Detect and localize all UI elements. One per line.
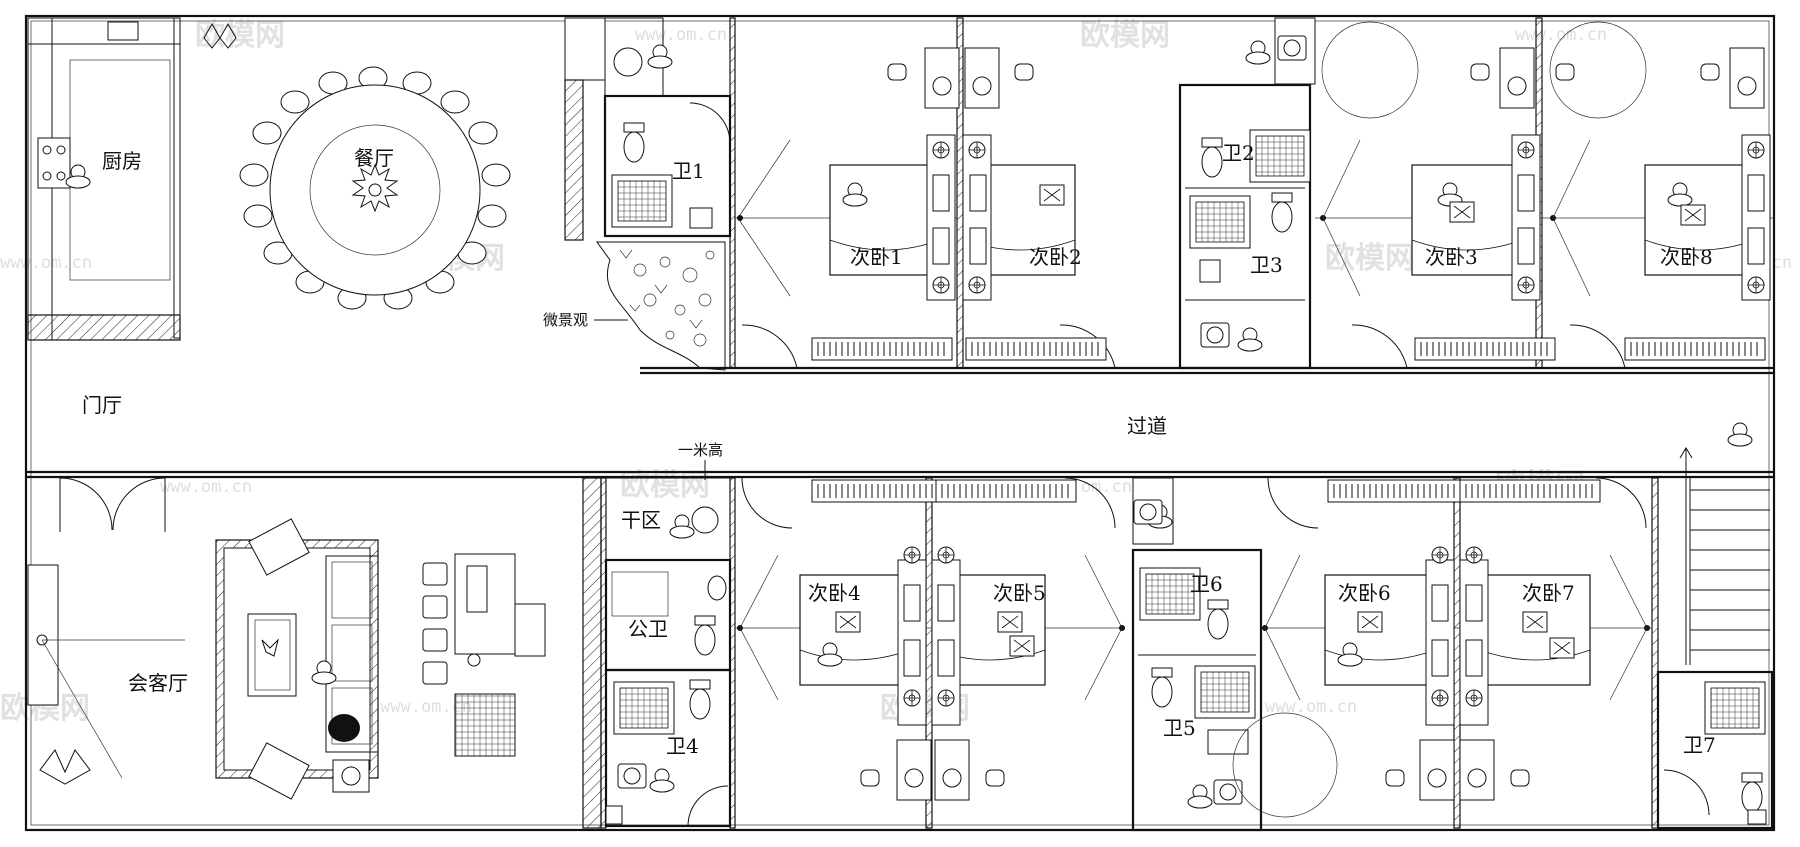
- outer-walls: [24, 14, 1776, 832]
- bath-2-3-block: 卫2 卫3: [1178, 17, 1316, 370]
- micro-landscape: 微景观: [543, 241, 726, 371]
- room-label-bath-6: 卫6: [1190, 572, 1223, 596]
- watermark-brand: 欧模网: [1080, 18, 1170, 53]
- room-label-kitchen: 厨房: [102, 149, 142, 173]
- watermark-url: www.om.cn: [1515, 25, 1607, 45]
- living-room: 会客厅: [27, 477, 546, 800]
- room-label-dry-zone: 干区: [621, 508, 661, 532]
- watermark-url: www.om.cn: [0, 253, 92, 273]
- annotation-micro-landscape: 微景观: [543, 311, 588, 329]
- watermark-url: www.om.cn: [160, 477, 252, 497]
- room-label-bed-2: 次卧2: [1029, 245, 1082, 269]
- bedroom-4-5-block: 次卧4 次卧5: [729, 477, 1125, 829]
- bedroom-1-2-block: 次卧1 次卧2: [729, 17, 1116, 369]
- room-label-public-bath: 公卫: [628, 617, 668, 641]
- room-label-bed-6: 次卧6: [1338, 581, 1391, 605]
- room-label-dining: 餐厅: [354, 146, 394, 170]
- bath-5-6-block: 卫6 卫5: [1131, 477, 1338, 832]
- room-label-bed-7: 次卧7: [1522, 581, 1575, 605]
- room-label-bath-5: 卫5: [1163, 716, 1196, 740]
- dining-chairs: [239, 66, 511, 310]
- bedroom-3-8-block: 次卧3 次卧8: [1315, 17, 1774, 369]
- watermark-brand: 欧模网: [620, 468, 710, 503]
- round-dining-table: [269, 84, 481, 296]
- room-label-bath-1: 卫1: [672, 159, 705, 183]
- room-label-living: 会客厅: [128, 671, 188, 695]
- watermark-brand: 欧模网: [1325, 241, 1415, 276]
- annotation-one-meter-high: 一米高: [678, 441, 723, 459]
- room-label-corridor: 过道: [1127, 414, 1167, 438]
- table-centerpiece: [351, 163, 399, 213]
- media-console: [422, 553, 546, 757]
- bedroom-6-7-block: 次卧6 次卧7: [1262, 477, 1659, 829]
- room-label-foyer: 门厅: [82, 393, 122, 417]
- bath-7: 卫7: [1656, 670, 1774, 830]
- kitchen: 厨房: [27, 17, 237, 341]
- watermark-url: www.om.cn: [380, 697, 472, 717]
- room-label-bath-4: 卫4: [666, 734, 699, 758]
- staircase: [1679, 422, 1770, 665]
- room-label-bath-7: 卫7: [1683, 733, 1716, 757]
- room-label-bed-5: 次卧5: [993, 581, 1046, 605]
- public-bath-block: 干区 公卫 卫4 一米高: [582, 441, 732, 829]
- watermark-url: www.om.cn: [635, 25, 727, 45]
- dining-area: 餐厅: [239, 66, 511, 310]
- room-label-bath-2: 卫2: [1222, 141, 1255, 165]
- room-label-bath-3: 卫3: [1250, 253, 1283, 277]
- watermark-layer: 欧模网 欧模网 欧模网 欧模网 欧模网 欧模网 欧模网 欧模网 www.om.c…: [0, 18, 1792, 726]
- room-label-bed-4: 次卧4: [808, 581, 861, 605]
- watermark-brand: 欧模网: [195, 18, 285, 53]
- watermark-url: www.om.cn: [1265, 697, 1357, 717]
- room-label-bed-3: 次卧3: [1425, 245, 1478, 269]
- room-label-bed-1: 次卧1: [850, 245, 903, 269]
- room-label-bed-8: 次卧8: [1660, 245, 1713, 269]
- bath-1: 卫1: [564, 17, 732, 241]
